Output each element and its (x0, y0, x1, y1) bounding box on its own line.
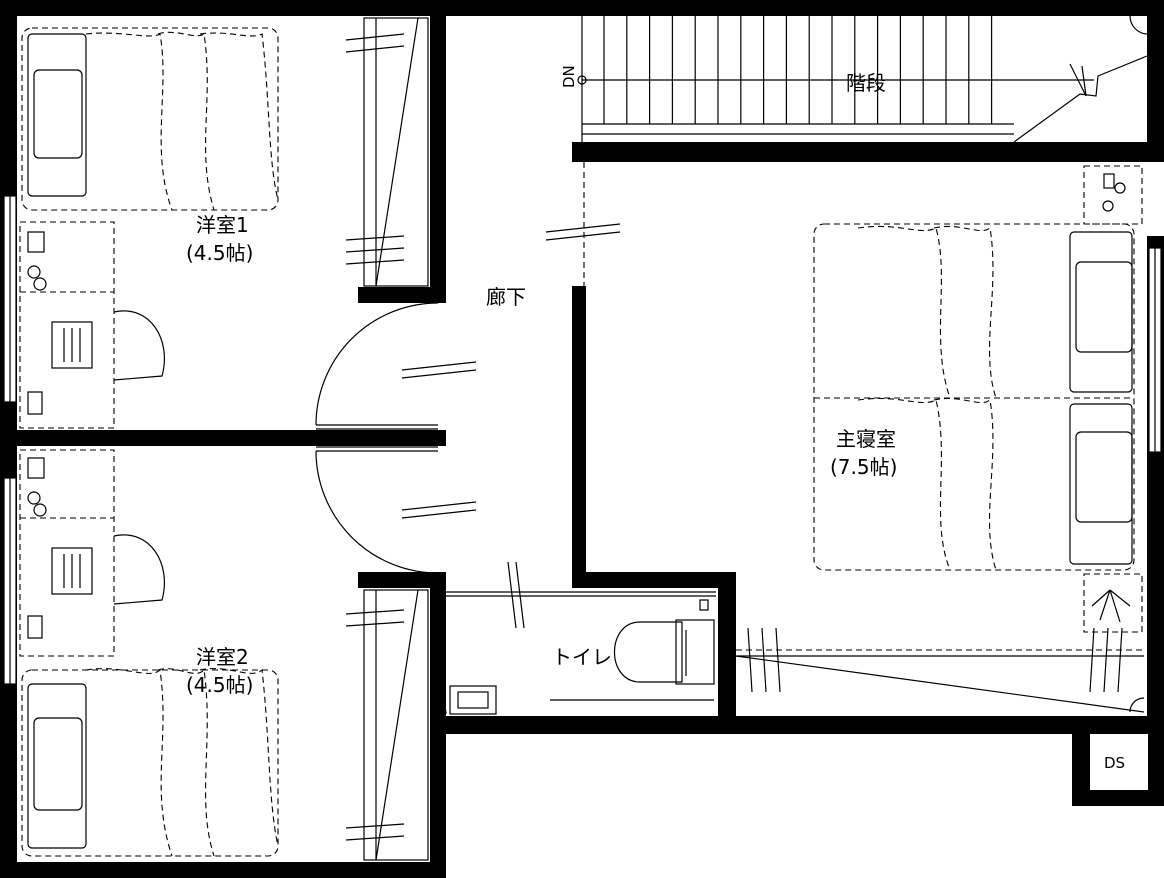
master-bedroom-name: 主寝室 (836, 427, 896, 451)
western-room-2: 洋室2 (4.5帖) (19, 449, 429, 861)
hall-label: 廊下 (486, 285, 526, 309)
hall-doors: 廊下 (315, 162, 621, 574)
stairs-down-label: DN (560, 65, 578, 88)
western-room-1-name: 洋室1 (196, 213, 249, 237)
western-room-1: 洋室1 (4.5帖) (19, 17, 429, 429)
western-room-1-size: (4.5帖) (186, 241, 253, 265)
windows (3, 195, 1162, 685)
master-bedroom: 主寝室 (7.5帖) (735, 165, 1145, 713)
stairs: DN 階段 (560, 15, 1148, 143)
toilet-room: トイレ (431, 561, 716, 715)
ds-label: DS (1104, 754, 1125, 772)
western-room-2-name: 洋室2 (196, 645, 249, 669)
master-bedroom-size: (7.5帖) (830, 455, 897, 479)
western-room-2-size: (4.5帖) (186, 673, 253, 697)
toilet-label: トイレ (552, 645, 612, 669)
stairs-label: 階段 (846, 71, 886, 95)
